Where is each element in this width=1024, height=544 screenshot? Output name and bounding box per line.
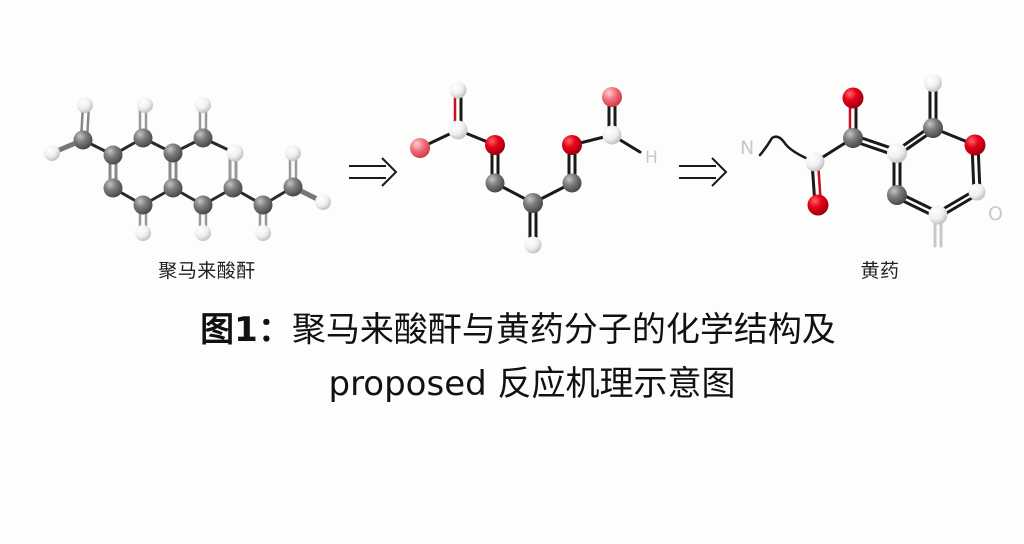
atom-c <box>253 195 273 215</box>
atom-h <box>255 225 271 241</box>
atom-h <box>602 125 622 145</box>
atom-c <box>283 177 303 197</box>
figure-number: 图1： <box>200 310 292 350</box>
figure-caption-line1: 图1：聚马来酸酐与黄药分子的化学结构及 <box>0 308 1024 352</box>
bonds <box>49 103 326 235</box>
atom-c <box>223 178 243 198</box>
atom-h <box>77 97 93 113</box>
atom-h <box>195 97 211 113</box>
atoms <box>805 74 986 225</box>
molecule-flavone: N <box>740 74 1003 248</box>
atom-c <box>923 118 943 138</box>
atom-c <box>103 145 123 165</box>
atom-h <box>226 144 244 162</box>
faint-n-label: N <box>740 137 754 159</box>
atom-o <box>964 134 986 156</box>
atoms <box>410 81 622 254</box>
faint-h-label: H <box>645 148 658 168</box>
atom-o <box>842 87 864 109</box>
atom-c <box>887 185 907 205</box>
atom-h <box>285 145 301 161</box>
atom-h <box>968 183 986 201</box>
molecule-label-maleic-anhydride: 聚马来酸酐 <box>158 260 256 282</box>
atom-o <box>485 135 505 155</box>
faint-o-label: O <box>988 203 1003 225</box>
atom-h <box>137 97 153 113</box>
caption-text: 聚马来酸酐与黄药分子的化学结构及 <box>291 310 836 350</box>
atom-c <box>485 173 505 193</box>
atom-c <box>523 193 543 213</box>
atom-h <box>135 225 151 241</box>
atom-h <box>449 81 467 99</box>
atom-c <box>562 173 582 193</box>
molecule-label-flavone: 黄药 <box>860 260 900 282</box>
bonds <box>758 81 982 248</box>
atom-h <box>195 225 211 241</box>
atom-h <box>44 145 60 161</box>
atom-o <box>602 87 622 107</box>
molecule-maleic-anhydride <box>44 97 331 241</box>
atom-h <box>448 120 468 140</box>
atom-h <box>315 194 331 210</box>
atom-h <box>524 236 542 254</box>
atom-c <box>193 128 213 148</box>
atom-c <box>163 178 183 198</box>
reaction-arrow-icon <box>679 157 728 187</box>
atom-o <box>410 138 430 158</box>
atom-o <box>562 135 582 155</box>
atom-c <box>193 195 213 215</box>
atom-c <box>843 128 863 148</box>
atom-c <box>73 130 93 150</box>
atom-o <box>807 194 829 216</box>
atom-h <box>924 74 942 92</box>
atom-c <box>163 143 183 163</box>
atom-c <box>133 195 153 215</box>
bonds <box>418 88 642 247</box>
atom-h <box>928 205 948 225</box>
atom-c <box>133 128 153 148</box>
atom-h <box>805 152 825 172</box>
atoms <box>44 97 331 241</box>
atom-c <box>103 178 123 198</box>
figure-caption-line2: proposed 反应机理示意图 <box>328 364 736 404</box>
reaction-arrow-icon <box>349 157 398 187</box>
molecule-intermediate: H <box>410 81 658 254</box>
atom-h <box>887 143 907 163</box>
